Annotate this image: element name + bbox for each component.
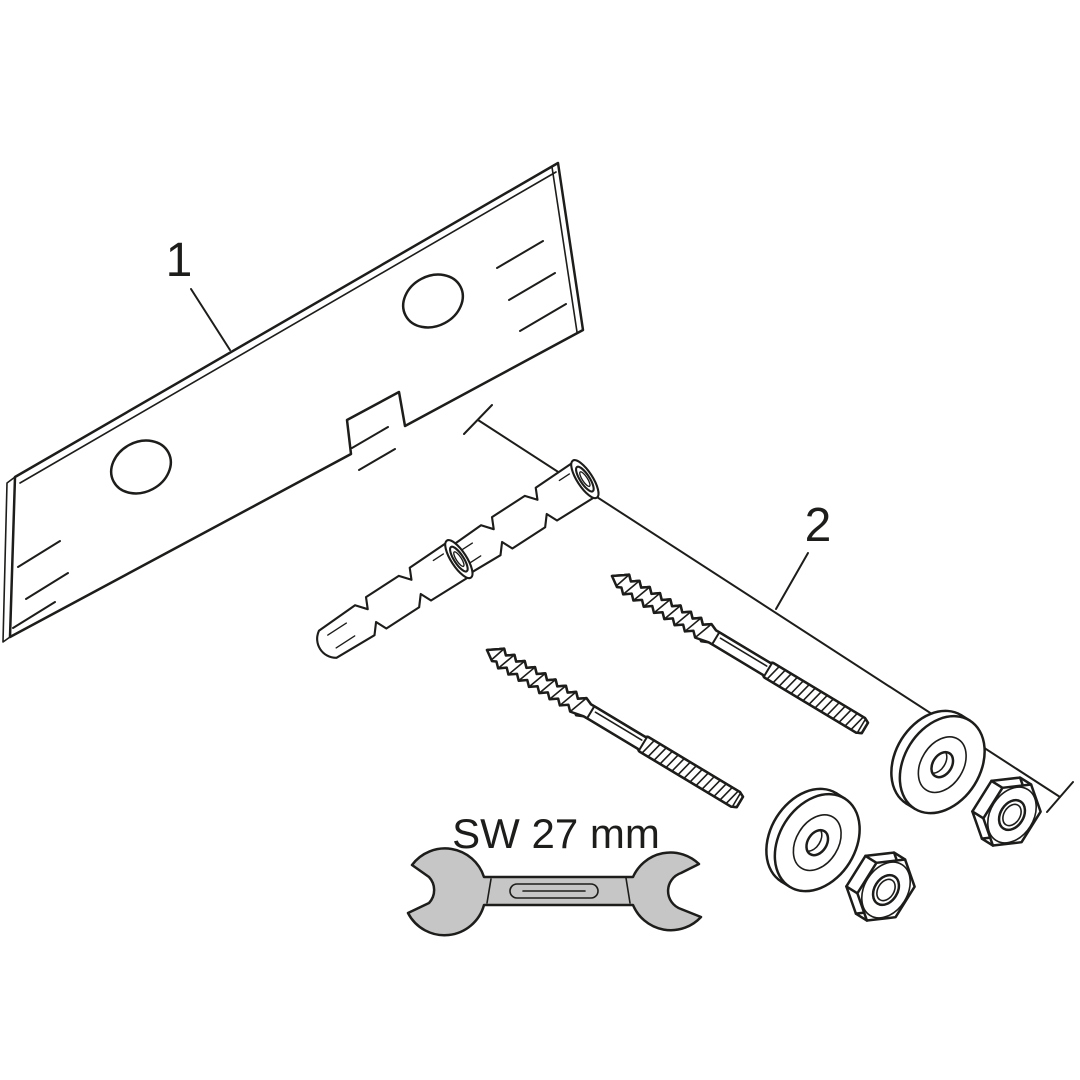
wall-plug-2 xyxy=(307,535,479,669)
wrench xyxy=(406,847,703,937)
wrench-body xyxy=(406,847,703,937)
wrench-junction-marks xyxy=(486,877,631,904)
plate-thickness-lines xyxy=(2,166,578,643)
plate-outline xyxy=(8,161,585,639)
hanger-bolt-2 xyxy=(480,640,747,812)
wrench-size-label: SW 27 mm xyxy=(452,810,660,857)
callout-1-leader xyxy=(190,288,231,351)
mounting-plate xyxy=(2,161,585,643)
plate-hatch-marks xyxy=(12,240,567,629)
hanger-bolt-1 xyxy=(605,566,872,738)
callout-2-label: 2 xyxy=(805,499,832,552)
plate-hole-right xyxy=(401,273,465,329)
callout-1-label: 1 xyxy=(166,234,193,287)
wrench-slot xyxy=(509,883,599,899)
plate-hole-left xyxy=(109,439,173,495)
